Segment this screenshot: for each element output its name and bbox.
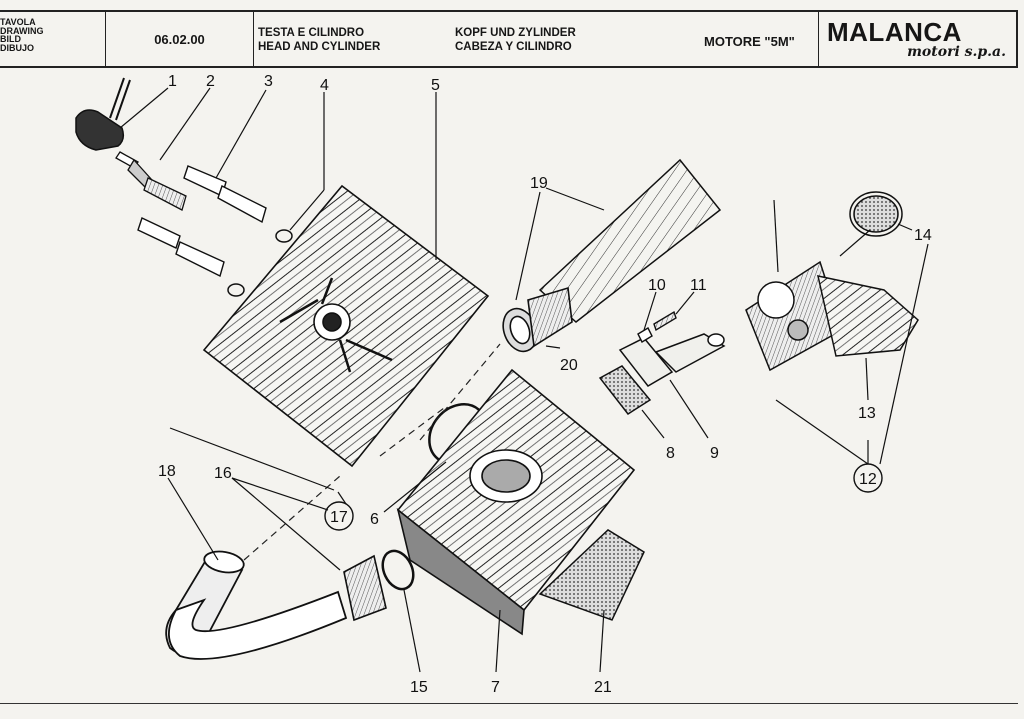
washers	[227, 229, 293, 297]
callout-1: 1	[168, 73, 177, 90]
exhaust-nut	[343, 554, 387, 622]
spark-plug	[115, 151, 187, 211]
carburettor	[745, 199, 843, 372]
callout-12-circle	[853, 463, 883, 493]
hose-clamp	[502, 286, 573, 353]
callout-17: 17	[330, 509, 348, 526]
callout-11: 11	[690, 277, 707, 294]
air-filter-cap	[849, 191, 903, 237]
title-it-en: TESTA E CILINDRO HEAD AND CYLINDER	[254, 12, 444, 66]
callout-12: 12	[859, 471, 877, 488]
callout-5: 5	[431, 77, 440, 94]
cylinder	[396, 368, 636, 636]
exhaust-o-ring	[381, 549, 415, 591]
title-italian: TESTA E CILINDRO	[258, 27, 365, 39]
callout-9: 9	[710, 445, 719, 462]
base-gasket	[538, 529, 645, 621]
callout-13: 13	[858, 405, 876, 422]
title-english: HEAD AND CYLINDER	[258, 41, 381, 53]
spark-plug-cap	[75, 77, 131, 151]
engine-model: MOTORE "5M"	[700, 12, 819, 66]
callout-16: 16	[214, 465, 232, 482]
callout-7: 7	[491, 679, 500, 696]
manifold-gasket	[598, 365, 652, 415]
title-de-es: KOPF UND ZYLINDER CABEZA Y CILINDRO	[455, 12, 655, 66]
callout-numbers: 1 2 3 4 5 6 7 8 9 10 11 12 13 14 15 16 1…	[158, 73, 932, 696]
assembly-dashed-lines	[243, 343, 501, 561]
bottom-border-line	[0, 703, 1018, 704]
cylinder-head	[202, 184, 490, 468]
callout-17-circle	[324, 501, 354, 531]
title-spanish: CABEZA Y CILINDRO	[455, 41, 572, 53]
callout-14: 14	[914, 227, 932, 244]
drawing-type-labels: TAVOLA DRAWING BILD DIBUJO	[0, 12, 106, 66]
drawing-date: 06.02.00	[106, 12, 254, 66]
intake-manifold	[618, 333, 726, 387]
callout-20: 20	[560, 357, 578, 374]
brand-name: MALANCA	[827, 17, 962, 47]
head-stud-spacers	[137, 165, 267, 278]
drawing-title-block: TAVOLA DRAWING BILD DIBUJO 06.02.00 TEST…	[0, 10, 1018, 68]
callout-6: 6	[370, 511, 379, 528]
brand-subtitle: motori s.p.a.	[907, 44, 1006, 60]
callout-15: 15	[410, 679, 428, 696]
exhaust-pipe	[165, 550, 348, 660]
leader-lines	[119, 87, 929, 673]
air-filter-box	[817, 275, 919, 357]
callout-19: 19	[530, 175, 548, 192]
label-tavola: TAVOLA	[0, 17, 36, 27]
bolt-and-nut	[637, 310, 677, 343]
label-dibujo: DIBUJO	[0, 42, 35, 53]
callout-8: 8	[666, 445, 675, 462]
label-drawing: DRAWING	[0, 25, 44, 36]
label-bild: BILD	[0, 34, 21, 44]
brand-logo: MALANCA motori s.p.a.	[819, 12, 1016, 66]
callout-4: 4	[320, 77, 329, 94]
callout-18: 18	[158, 463, 176, 480]
title-german: KOPF UND ZYLINDER	[455, 27, 576, 39]
callout-3: 3	[264, 73, 273, 90]
callout-2: 2	[206, 73, 215, 90]
callout-10: 10	[648, 277, 666, 294]
callout-21: 21	[594, 679, 612, 696]
